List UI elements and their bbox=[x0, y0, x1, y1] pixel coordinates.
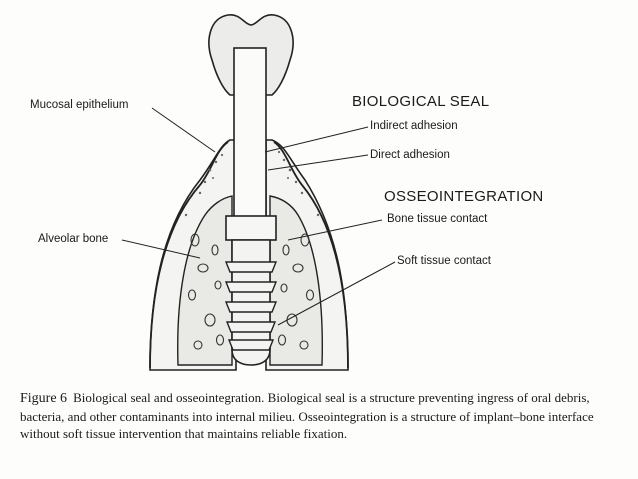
heading-osseointegration: OSSEOINTEGRATION bbox=[384, 188, 544, 205]
label-bone-tissue-contact: Bone tissue contact bbox=[387, 213, 488, 225]
mucosal-texture bbox=[184, 150, 320, 217]
label-alveolar-bone: Alveolar bone bbox=[38, 233, 109, 245]
figure-number: Figure 6 bbox=[20, 391, 68, 406]
implant-threads bbox=[224, 261, 278, 351]
label-indirect-adhesion: Indirect adhesion bbox=[370, 120, 458, 132]
caption-text: Biological seal and osseointegration. Bi… bbox=[20, 390, 594, 441]
label-direct-adhesion: Direct adhesion bbox=[370, 149, 450, 161]
abutment-post bbox=[233, 47, 267, 221]
leader-lines bbox=[121, 107, 396, 326]
implant-collar bbox=[225, 215, 277, 241]
soft-tissue-contour bbox=[149, 141, 349, 369]
implant-diagram bbox=[121, 14, 396, 371]
label-soft-tissue-contact: Soft tissue contact bbox=[397, 255, 491, 267]
heading-biological-seal: BIOLOGICAL SEAL bbox=[352, 93, 490, 110]
label-mucosal-epithelium: Mucosal epithelium bbox=[30, 99, 129, 111]
